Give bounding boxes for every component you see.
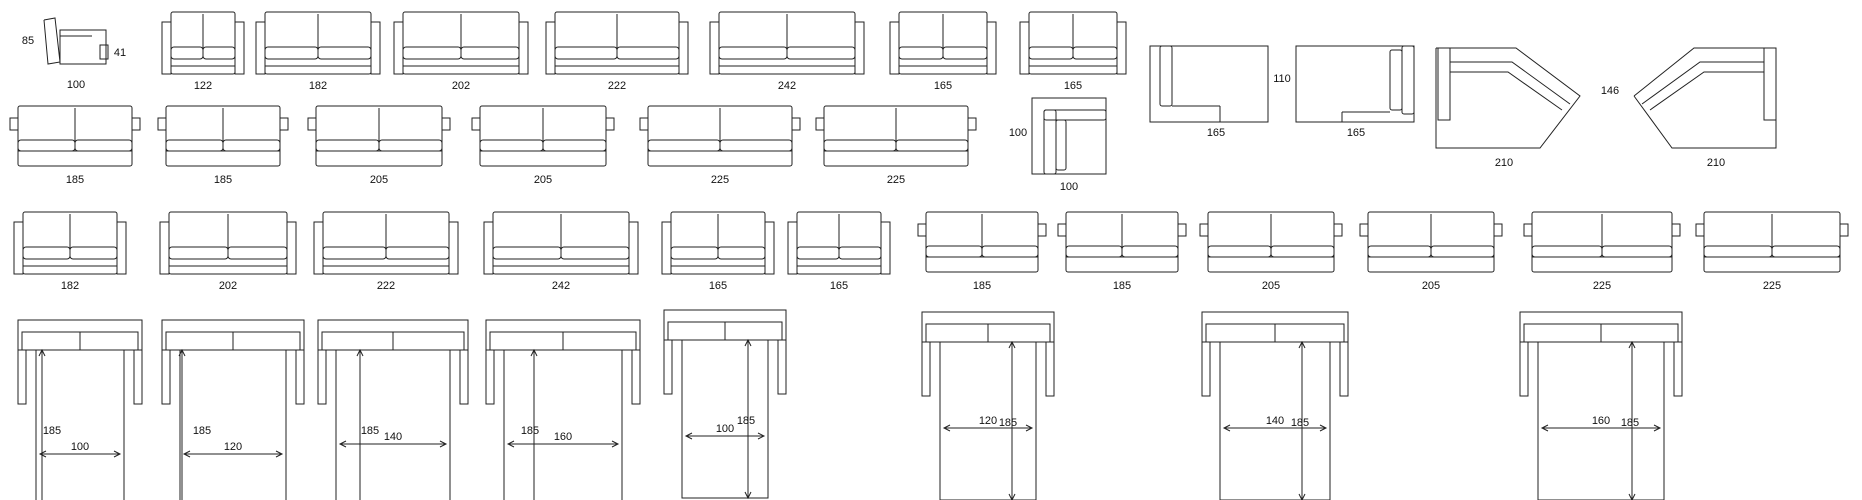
angle-sofa-left: 210: [1435, 47, 1581, 169]
length-label: 185: [193, 425, 211, 437]
angle-sofa-right: 146 210: [1601, 47, 1777, 169]
chaise-right: 110 165: [1273, 45, 1415, 139]
width-label: 140: [384, 431, 402, 443]
sofa-row3-12: 225: [1695, 211, 1849, 292]
length-label: 185: [521, 425, 539, 437]
width-label: 165: [934, 80, 952, 92]
sofa-bed-4: 185 160: [485, 319, 641, 500]
sofa-row1-6: 165: [889, 11, 997, 92]
width-label: 182: [309, 80, 327, 92]
width-label: 165: [1064, 80, 1082, 92]
sofa-row1-2: 182: [255, 11, 381, 92]
sofa-row2-1: 185: [9, 105, 141, 186]
width-label: 185: [66, 174, 84, 186]
sofa-row3-3: 222: [313, 211, 459, 292]
sofa-row1-4: 222: [545, 11, 689, 92]
width-label: 122: [194, 80, 212, 92]
width-label: 165: [1207, 127, 1225, 139]
depth-label: 110: [1273, 73, 1291, 85]
arm-label: 41: [114, 47, 126, 59]
sofa-bed-3: 185 140: [317, 319, 469, 500]
sofa-row3-11: 225: [1523, 211, 1681, 292]
sofa-row2-4: 205: [471, 105, 615, 186]
width-label: 222: [377, 280, 395, 292]
length-label: 185: [1621, 417, 1639, 429]
width-label: 185: [973, 280, 991, 292]
width-label: 140: [1266, 415, 1284, 427]
width-label: 210: [1495, 157, 1513, 169]
width-label: 205: [1262, 280, 1280, 292]
sofa-row3-1: 182: [13, 211, 127, 292]
sofa-row3-9: 205: [1199, 211, 1343, 292]
width-label: 225: [711, 174, 729, 186]
sofa-row3-10: 205: [1359, 211, 1503, 292]
width-label: 202: [452, 80, 470, 92]
sofa-row1-1: 122: [161, 11, 245, 92]
length-label: 185: [43, 425, 61, 437]
width-label: 205: [1422, 280, 1440, 292]
sofa-row3-8: 185: [1057, 211, 1187, 292]
sofa-row1-5: 242: [709, 11, 865, 92]
width-label: 222: [608, 80, 626, 92]
length-label: 185: [737, 415, 755, 427]
sofa-bed-1: 185 100: [17, 319, 143, 500]
height-label: 85: [22, 35, 34, 47]
width-label: 210: [1707, 157, 1725, 169]
width-label: 100: [67, 79, 85, 91]
width-label: 242: [552, 280, 570, 292]
width-label: 165: [830, 280, 848, 292]
sofa-row2-5: 225: [639, 105, 801, 186]
armchair-side-view: 85 41 100: [22, 17, 126, 91]
width-label: 120: [979, 415, 997, 427]
sofa-bed-2: 185 120: [161, 319, 305, 500]
width-label: 205: [370, 174, 388, 186]
width-label: 165: [709, 280, 727, 292]
width-label: 185: [214, 174, 232, 186]
width-label: 205: [534, 174, 552, 186]
width-label: 160: [554, 431, 572, 443]
corner-module: 100 100: [1009, 97, 1107, 193]
sofa-row3-7: 185: [917, 211, 1047, 292]
length-label: 185: [999, 417, 1017, 429]
chaise-left: 165: [1149, 45, 1269, 139]
depth-label: 146: [1601, 85, 1619, 97]
sofa-row3-5: 165: [661, 211, 775, 292]
width-label: 185: [1113, 280, 1131, 292]
width-label: 120: [224, 441, 242, 453]
length-label: 185: [361, 425, 379, 437]
sofa-bed-7: 185 140: [1201, 311, 1349, 500]
sofa-row1-7: 165: [1019, 11, 1127, 92]
width-label: 100: [71, 441, 89, 453]
sofa-row2-2: 185: [157, 105, 289, 186]
side-label: 100: [1009, 127, 1027, 139]
width-label: 225: [1763, 280, 1781, 292]
width-label: 100: [716, 423, 734, 435]
width-label: 182: [61, 280, 79, 292]
sofa-row2-3: 205: [307, 105, 451, 186]
width-label: 242: [778, 80, 796, 92]
length-label: 185: [1291, 417, 1309, 429]
sofa-row1-3: 202: [393, 11, 529, 92]
sofa-row3-4: 242: [483, 211, 639, 292]
width-label: 100: [1060, 181, 1078, 193]
width-label: 165: [1347, 127, 1365, 139]
sofa-row3-2: 202: [159, 211, 297, 292]
width-label: 225: [887, 174, 905, 186]
sofa-bed-8: 185 160: [1519, 311, 1683, 500]
sofa-row2-6: 225: [815, 105, 977, 186]
sofa-row3-6: 165: [787, 211, 891, 292]
width-label: 225: [1593, 280, 1611, 292]
width-label: 160: [1592, 415, 1610, 427]
width-label: 202: [219, 280, 237, 292]
